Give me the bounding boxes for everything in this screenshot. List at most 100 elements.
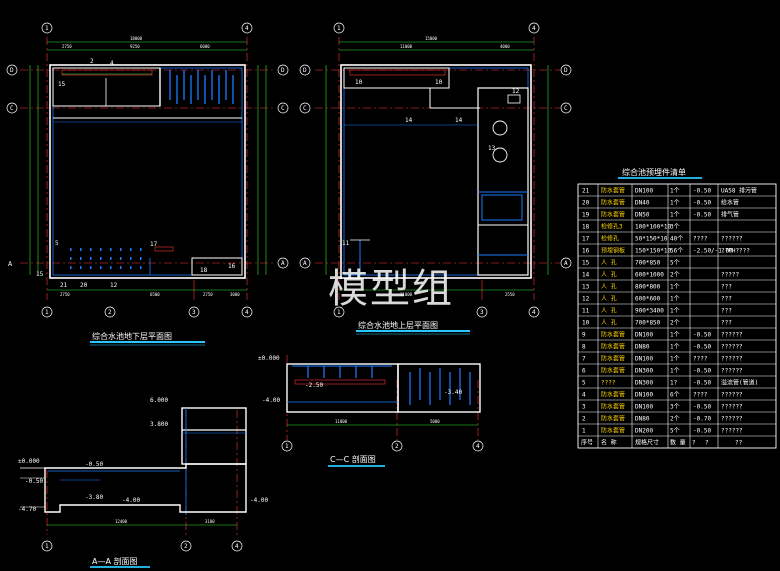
- axis-label: 4: [245, 25, 249, 32]
- plan-label: 17: [150, 241, 158, 248]
- axis-label: 4: [532, 309, 536, 316]
- dim-text: 3000: [230, 292, 240, 297]
- table-cell: 防水套管: [601, 187, 625, 195]
- dim-text: 2550: [505, 292, 515, 297]
- plan-label: 14: [405, 117, 413, 124]
- axis-label: 4: [532, 25, 536, 32]
- axis-label: A: [564, 260, 568, 267]
- plan-upper-floor: 1 4 1 3 4 D C A D C A 15000 11000 4000 1…: [299, 22, 572, 335]
- table-cell: DN50: [635, 212, 650, 219]
- table-cell: 防水套管: [601, 199, 625, 207]
- axis-label: 3: [192, 309, 196, 316]
- plan-label: 10: [435, 79, 443, 86]
- table-cell: 1个: [670, 212, 680, 219]
- dim-text: 2750: [62, 44, 72, 49]
- axis-label: C: [564, 105, 568, 112]
- table-cell: 150*150*10: [635, 248, 672, 255]
- plan-label: 21: [60, 282, 68, 289]
- dim-text: 18000: [130, 36, 143, 41]
- table-title: 综合池预埋件清单: [622, 167, 686, 177]
- table-cell: -0.50: [693, 404, 711, 411]
- axis-label: D: [564, 67, 568, 74]
- table-cell: 56个: [670, 248, 683, 255]
- plan-label: 12: [110, 282, 118, 289]
- table-cell: 11: [582, 308, 590, 315]
- axis-label: A: [8, 260, 13, 268]
- table-cell: ?????: [721, 272, 739, 279]
- dim-text: 3100: [205, 519, 215, 524]
- table-cell: 防水套管: [601, 367, 625, 375]
- table-cell: DN40: [635, 200, 650, 207]
- dim-text: 11000: [335, 419, 348, 424]
- table-cell: 1个: [670, 284, 680, 291]
- plan-label: 12: [512, 88, 520, 95]
- table-cell: DN80: [635, 416, 650, 423]
- table-cell: 人 孔: [601, 319, 617, 327]
- table-cell: 人 孔: [601, 307, 617, 315]
- axis-label: 2: [395, 443, 399, 450]
- table-cell: 防水套管: [601, 331, 625, 339]
- table-cell: 6个: [670, 392, 680, 399]
- table-header-cell: ??: [735, 440, 743, 447]
- plan-label: 15: [36, 271, 44, 278]
- dim-text: 2750: [60, 292, 70, 297]
- axis-label: 4: [235, 543, 239, 550]
- dim-text: 5000: [430, 419, 440, 424]
- table-cell: 人 孔: [601, 283, 617, 291]
- table-cell: 50*150*10: [635, 236, 668, 243]
- level-text: -4.00: [250, 497, 268, 504]
- level-text: -0.50: [85, 461, 103, 468]
- level-text: -4.70: [18, 506, 36, 513]
- dim-text: 15000: [425, 36, 438, 41]
- table-cell: -0.50: [693, 212, 711, 219]
- table-cell: 900*3400: [635, 308, 664, 315]
- table-cell: 5个: [670, 260, 680, 267]
- dim-text: 11000: [400, 292, 413, 297]
- table-cell: 5个: [670, 428, 680, 435]
- table-cell: 2个: [670, 320, 680, 327]
- dim-text: 11000: [400, 44, 413, 49]
- table-cell: 1个: [670, 356, 680, 363]
- table-cell: 4: [582, 392, 586, 399]
- table-cell: -0.50: [693, 332, 711, 339]
- axis-label: D: [303, 67, 307, 74]
- level-text: -4.00: [122, 497, 140, 504]
- table-cell: DN300: [635, 368, 653, 375]
- level-text: 6.000: [150, 397, 168, 404]
- table-cell: ???: [721, 308, 732, 315]
- table-cell: -0.50: [693, 380, 711, 387]
- table-cell: 2个: [670, 272, 680, 279]
- table-cell: ????: [693, 392, 708, 399]
- table-cell: 13: [582, 284, 590, 291]
- table-cell: 8: [582, 344, 586, 351]
- plan-label: 4: [110, 60, 114, 67]
- axis-label: D: [10, 67, 14, 74]
- table-cell: 17: [582, 236, 590, 243]
- table-cell: 给水管: [721, 199, 739, 207]
- plan-label: 18: [200, 267, 208, 274]
- table-cell: 6: [582, 368, 586, 375]
- table-cell: 溢流管(管道): [721, 379, 758, 387]
- table-cell: 10: [582, 320, 590, 327]
- table-cell: 人 孔: [601, 295, 617, 303]
- table-cell: 1个: [670, 308, 680, 315]
- level-text: ±0.000: [18, 458, 40, 465]
- table-cell: 防水套管: [601, 211, 625, 219]
- table-cell: 100*100*10: [635, 224, 672, 231]
- axis-label: 2: [108, 309, 112, 316]
- table-cell: 3: [582, 404, 586, 411]
- watermark: 模型组: [328, 266, 454, 312]
- table-cell: DN100: [635, 188, 653, 195]
- table-cell: 7: [582, 356, 586, 363]
- table-cell: ??????: [721, 368, 743, 375]
- table-header-cell: ?: [705, 440, 709, 447]
- plan-label: 11: [342, 240, 350, 247]
- title-section-aa: A—A 剖面图: [92, 556, 138, 566]
- table-cell: 18: [582, 224, 590, 231]
- table-cell: 16: [582, 248, 590, 255]
- table-cell: 600*1000: [635, 272, 664, 279]
- dim-text: 12400: [115, 519, 128, 524]
